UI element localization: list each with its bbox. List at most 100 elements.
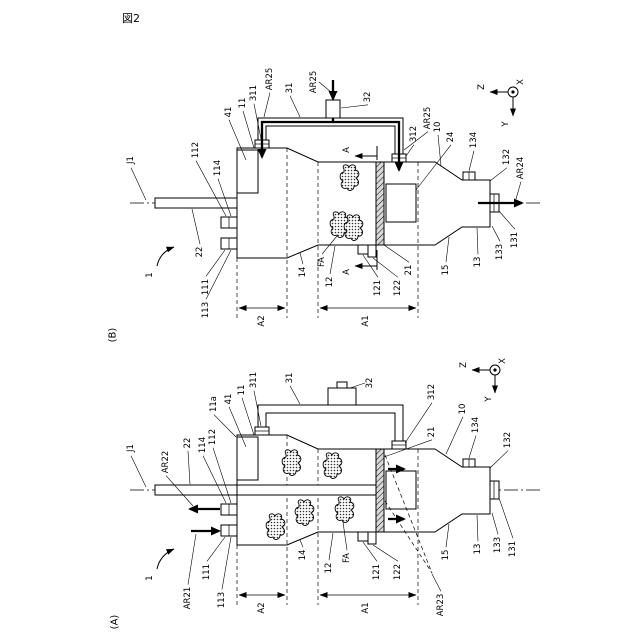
device-pointer-arrow xyxy=(157,549,174,569)
label-fig-a-n312: 312 xyxy=(427,384,437,400)
leader-line-n11 xyxy=(243,111,254,148)
label-fig-a-n15: 15 xyxy=(441,550,451,561)
leader-line-n114 xyxy=(203,456,226,503)
label-fig-b-n21: 21 xyxy=(404,265,414,276)
label-fig-b-fa: FA xyxy=(317,257,327,267)
axis-x-dot-icon xyxy=(511,90,514,93)
label-fig-b-ar25-1: AR25 xyxy=(265,68,275,91)
label-fig-b-n132: 132 xyxy=(502,149,512,165)
leader-line-n32 xyxy=(341,105,368,108)
label-fig-a-n114: 114 xyxy=(198,437,208,453)
leader-line-n113 xyxy=(206,250,231,299)
label-fig-b-n312: 312 xyxy=(409,126,419,142)
label-fig-b-n1: 1 xyxy=(145,272,155,277)
label-fig-a-n132: 132 xyxy=(503,432,513,448)
label-fig-a-axis-z: Z xyxy=(459,362,469,368)
label-fig-a-n14: 14 xyxy=(298,550,308,561)
leader-line-n122 xyxy=(373,545,398,561)
label-fig-a-n113: 113 xyxy=(217,592,227,608)
label-fig-b-n133: 133 xyxy=(495,244,505,260)
label-fig-a-a2: A2 xyxy=(257,602,267,613)
label-fig-a-ar23: AR23 xyxy=(436,594,446,617)
leader-line-n113 xyxy=(222,537,231,589)
label-fig-a-n11a: 11a xyxy=(209,396,219,412)
label-fig-a-n133: 133 xyxy=(493,537,503,553)
label-fig-b-n311: 311 xyxy=(249,85,259,101)
label-fig-a-n131: 131 xyxy=(508,541,518,557)
leader-line-ar25-2 xyxy=(319,82,331,92)
leader-line-n11 xyxy=(242,398,254,435)
label-fig-a-ar22: AR22 xyxy=(161,451,171,474)
label-fig-a-fa: FA xyxy=(342,553,352,563)
label-fig-a-n122: 122 xyxy=(393,564,403,580)
leader-line-n14 xyxy=(300,253,303,264)
label-fig-b-n41: 41 xyxy=(224,107,234,118)
leader-line-ar23 xyxy=(432,574,441,591)
label-fig-a-n22: 22 xyxy=(183,438,193,449)
leader-line-j1 xyxy=(131,456,146,487)
label-fig-b-n112: 112 xyxy=(191,142,201,158)
leader-line-n133 xyxy=(492,226,500,241)
leader-line-n12 xyxy=(329,533,333,560)
label-fig-b-n113: 113 xyxy=(201,302,211,318)
label-fig-a-n12: 12 xyxy=(324,563,334,574)
leader-line-n14 xyxy=(300,540,303,547)
leader-line-n15 xyxy=(446,524,449,547)
label-fig-b-n134: 134 xyxy=(469,132,479,148)
device-pointer-arrow xyxy=(157,247,174,266)
label-fig-b-sec-a-bottom: A xyxy=(342,269,352,275)
label-fig-b-n15: 15 xyxy=(441,265,451,276)
leader-line-n132 xyxy=(490,451,508,468)
label-fig-b-n11: 11 xyxy=(238,98,248,109)
label-fig-a-axis-y: Y xyxy=(484,396,494,403)
figure-number: 図2 xyxy=(122,12,140,25)
leader-line-j1 xyxy=(131,168,146,200)
label-fig-b-ar25-3: AR25 xyxy=(423,107,433,130)
leader-line-n111 xyxy=(206,250,225,276)
label-fig-b-j1: J1 xyxy=(126,156,136,165)
label-fig-b-n114: 114 xyxy=(213,160,223,176)
label-fig-a-ar21: AR21 xyxy=(183,587,193,610)
leader-line-n32 xyxy=(350,383,365,388)
blower-32 xyxy=(326,100,340,118)
leader-line-n121 xyxy=(363,542,377,561)
label-fig-a-j1: J1 xyxy=(126,444,136,453)
leader-line-n13 xyxy=(477,228,478,254)
leader-line-n10 xyxy=(446,417,463,454)
label-fig-a-a1: A1 xyxy=(361,602,371,613)
label-fig-a-n121: 121 xyxy=(372,564,382,580)
leader-line-n13 xyxy=(477,515,478,541)
leader-line-n312 xyxy=(406,145,414,156)
label-fig-a-n134: 134 xyxy=(471,417,481,433)
label-fig-b-axis-z: Z xyxy=(477,84,487,90)
label-fig-b-ar24: AR24 xyxy=(516,157,526,180)
leader-line-n114 xyxy=(218,179,231,216)
label-fig-b-ar25-2: AR25 xyxy=(309,71,319,94)
label-fig-b-n131: 131 xyxy=(510,232,520,248)
leader-line-ar24 xyxy=(516,182,521,199)
subfigure-a: (A)1AR21113111J1AR222211411211a411131131… xyxy=(110,358,541,629)
label-fig-b-n24: 24 xyxy=(446,132,456,143)
label-fig-b-axis-y: Y xyxy=(501,121,511,128)
leader-line-ar21 xyxy=(188,534,196,584)
leader-line-n111 xyxy=(207,537,225,561)
label-fig-b-n31: 31 xyxy=(285,83,295,94)
leader-line-ar25-1 xyxy=(264,93,270,117)
label-fig-a-n311: 311 xyxy=(249,372,259,388)
label-fig-b-a2: A2 xyxy=(257,315,267,326)
leader-line-n22 xyxy=(188,451,190,484)
label-fig-a-caption: (A) xyxy=(110,615,121,630)
label-fig-b-n122: 122 xyxy=(393,280,403,296)
label-fig-b-caption: (B) xyxy=(108,328,119,343)
leader-line-n131 xyxy=(499,211,515,229)
leader-line-n21 xyxy=(384,245,409,262)
leader-line-n132 xyxy=(490,168,507,181)
label-fig-a-n21: 21 xyxy=(427,427,437,438)
axis-x-dot-icon xyxy=(493,368,496,371)
label-fig-a-axis-x: X xyxy=(498,358,508,364)
label-fig-b-n32: 32 xyxy=(363,92,373,103)
leader-line-n15 xyxy=(446,237,449,262)
subfigure-b: (B)1J111211422111113A2A14111311AR2531AR2… xyxy=(108,68,541,343)
blower-32-inlet xyxy=(337,382,347,388)
